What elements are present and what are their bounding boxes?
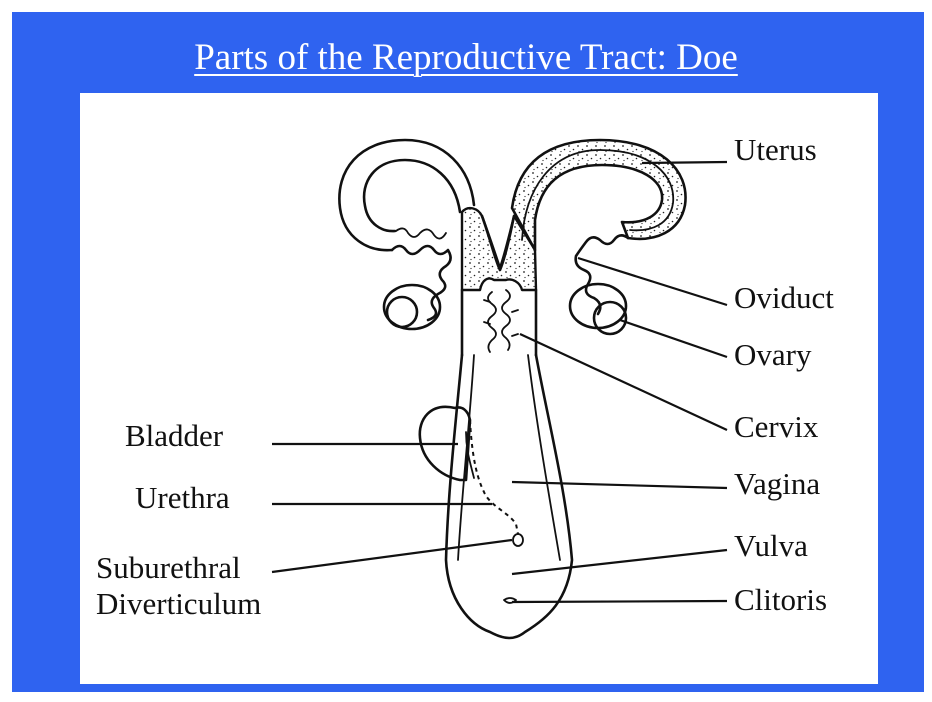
label-uterus: Uterus — [734, 132, 817, 167]
label-cervix: Cervix — [734, 409, 819, 444]
label-suburethral: Suburethral — [96, 550, 241, 585]
oviduct-leader — [578, 258, 727, 305]
ovary-leader — [620, 320, 727, 357]
cervix-leader — [520, 334, 727, 430]
diagram-labels: Uterus Oviduct Ovary Cervix Vagina Vulva… — [96, 132, 834, 621]
left-ovary — [384, 285, 440, 329]
label-clitoris: Clitoris — [734, 582, 827, 617]
label-urethra: Urethra — [135, 480, 230, 515]
clitoris-leader — [512, 601, 727, 602]
label-vagina: Vagina — [734, 466, 820, 501]
right-oviduct — [576, 235, 628, 314]
left-uterine-horn — [339, 140, 474, 250]
vagina-leader — [512, 482, 727, 488]
uterus-leader — [642, 162, 727, 163]
label-ovary: Ovary — [734, 337, 812, 372]
label-bladder: Bladder — [125, 418, 224, 453]
cervix — [462, 290, 536, 355]
label-diverticulum: Diverticulum — [96, 586, 261, 621]
vagina-vulva-body — [446, 355, 572, 638]
left-oviduct — [392, 228, 451, 320]
label-vulva: Vulva — [734, 528, 808, 563]
suburethral-leader — [272, 540, 512, 572]
vulva-leader — [512, 550, 727, 574]
right-uterine-horn — [512, 140, 686, 250]
right-ovary — [570, 284, 626, 334]
label-oviduct: Oviduct — [734, 280, 834, 315]
